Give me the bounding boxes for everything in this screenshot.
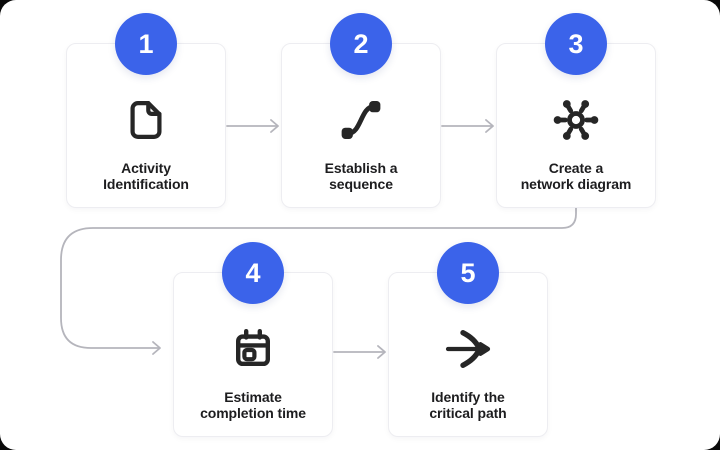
step-number-badge: 4 [222,242,284,304]
step-number-badge: 3 [545,13,607,75]
step-card-3: 3 Create a network diagram [496,13,656,208]
step-label: Establish a sequence [324,160,398,192]
step-card-2: 2 Establish a sequence [281,13,441,208]
step-number-badge: 1 [115,13,177,75]
calendar-icon [229,323,277,375]
arrow-step4-to-step5 [333,345,386,359]
step-card-5: 5 Identify the critical path [388,242,548,437]
step-number-badge: 2 [330,13,392,75]
path-arrow-icon [442,323,494,375]
step-number: 5 [460,257,476,288]
step-card-4: 4 Estimate completion time [173,242,333,437]
step-label: Activity Identification [103,160,189,192]
step-label: Create a network diagram [520,160,632,192]
arrow-step1-to-step2 [226,119,279,133]
step-card-1: 1 Activity Identification [66,13,226,208]
step-number: 2 [353,28,369,59]
network-hub-icon [550,94,602,146]
arrow-step2-to-step3 [441,119,494,133]
step-label: Identify the critical path [429,389,507,421]
step-number: 1 [138,28,154,59]
step-number: 3 [568,28,584,59]
file-document-icon [123,94,169,146]
step-number-badge: 5 [437,242,499,304]
step-label: Estimate completion time [200,389,306,421]
step-number: 4 [245,257,261,288]
route-curve-icon [336,94,386,146]
